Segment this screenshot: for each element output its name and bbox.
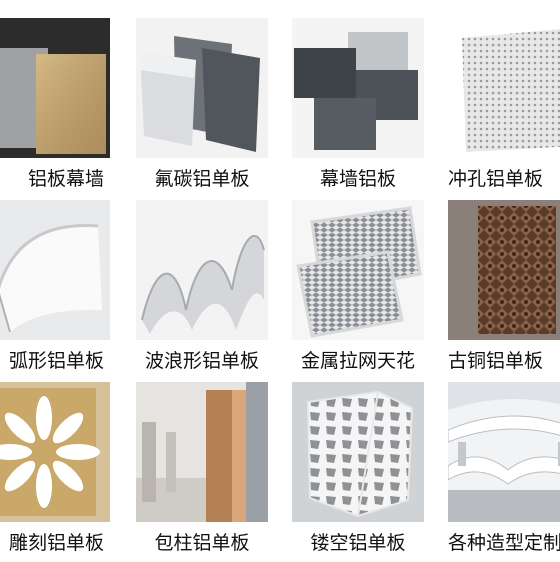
product-card-carved-panel[interactable]: 雕刻铝单板 <box>0 382 110 562</box>
product-label: 氟碳铝单板 <box>154 168 250 190</box>
product-label: 古铜铝单板 <box>448 350 544 372</box>
product-label: 冲孔铝单板 <box>448 168 544 190</box>
product-card-custom-shape[interactable]: 各种造型定制 <box>448 382 560 562</box>
product-label: 弧形铝单板 <box>8 350 104 372</box>
curtain-wall-panel-image <box>292 18 424 158</box>
curved-panel-image <box>0 200 110 340</box>
product-card-hollow-panel[interactable]: 镂空铝单板 <box>292 382 424 562</box>
product-card-curved-panel[interactable]: 弧形铝单板 <box>0 200 110 380</box>
product-card-perforated-panel[interactable]: 冲孔铝单板 <box>448 18 560 198</box>
product-card-bronze-panel[interactable]: 古铜铝单板 <box>448 200 560 380</box>
product-label: 各种造型定制 <box>448 532 560 554</box>
mesh-ceiling-image <box>292 200 424 340</box>
product-card-column-cladding[interactable]: 包柱铝单板 <box>136 382 268 562</box>
perforated-panel-image <box>448 18 560 158</box>
wave-panel-image <box>136 200 268 340</box>
product-card-wave-panel[interactable]: 波浪形铝单板 <box>136 200 268 380</box>
product-label: 雕刻铝单板 <box>8 532 104 554</box>
product-card-fluorocarbon-panel[interactable]: 氟碳铝单板 <box>136 18 268 198</box>
column-cladding-image <box>136 382 268 522</box>
product-label: 幕墙铝板 <box>319 168 396 190</box>
product-label: 镂空铝单板 <box>310 532 406 554</box>
aluminum-panel-image <box>0 18 110 158</box>
product-card-expanded-mesh-ceiling[interactable]: 金属拉网天花 <box>292 200 424 380</box>
carved-panel-image <box>0 382 110 522</box>
hollow-panel-image <box>292 382 424 522</box>
product-label: 金属拉网天花 <box>300 350 415 372</box>
fluorocarbon-panel-image <box>136 18 268 158</box>
product-label: 铝板幕墙 <box>27 168 104 190</box>
bronze-panel-image <box>448 200 560 340</box>
custom-shape-image <box>448 382 560 522</box>
product-card-aluminum-curtain-wall[interactable]: 铝板幕墙 <box>0 18 110 198</box>
product-label: 波浪形铝单板 <box>144 350 259 372</box>
product-label: 包柱铝单板 <box>154 532 250 554</box>
product-card-curtain-wall-panel[interactable]: 幕墙铝板 <box>292 18 424 198</box>
